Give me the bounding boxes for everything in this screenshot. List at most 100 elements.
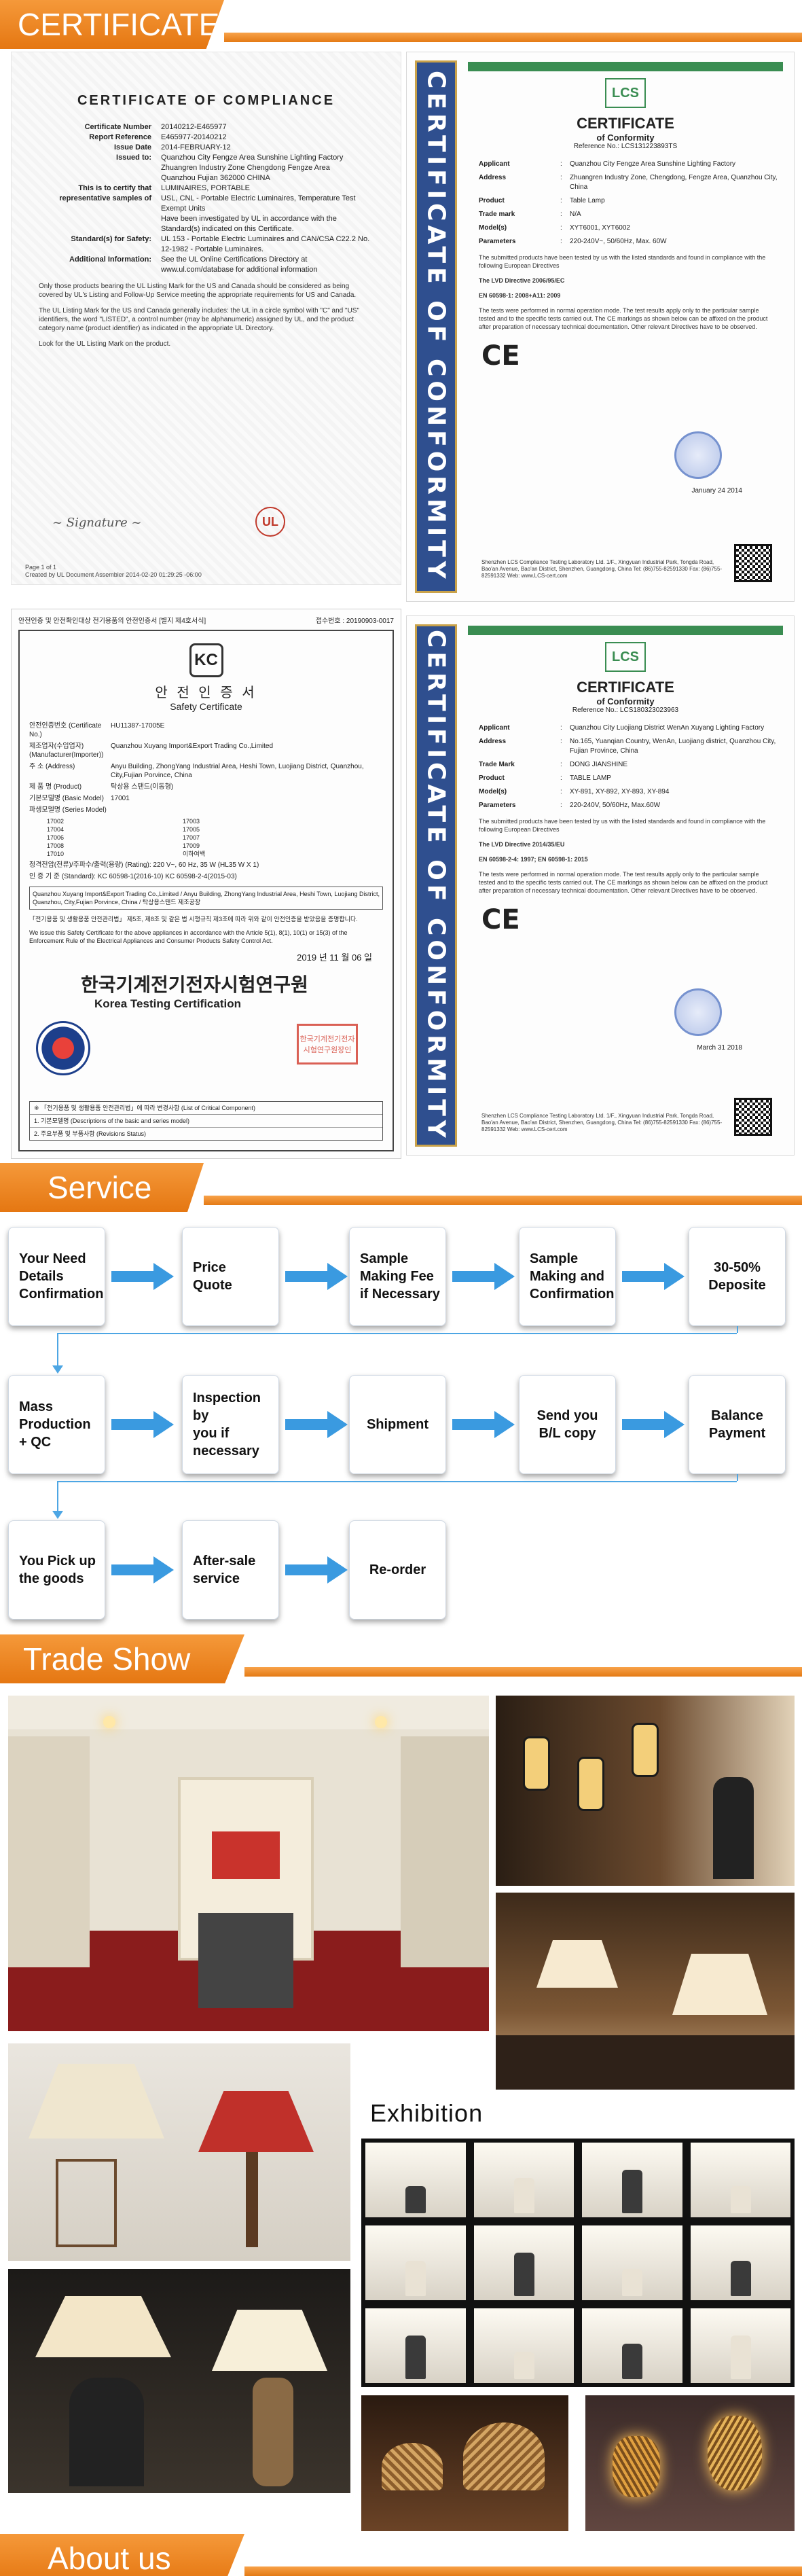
arrow-right-icon bbox=[285, 1556, 348, 1584]
cert-row: Trade Mark:DONG JIANSHINE bbox=[479, 760, 783, 770]
row-connector bbox=[737, 1474, 738, 1481]
kc-seal-icon: 한국기계전기전자시험연구원장인 bbox=[297, 1024, 358, 1065]
lcs-certificate-1: CERTIFICATE OF CONFORMITY LCS CERTIFICAT… bbox=[406, 52, 795, 602]
cert-row: Model(s):XYT6001, XYT6002 bbox=[479, 223, 783, 233]
arrow-right-icon bbox=[622, 1263, 685, 1290]
shelf-lamp bbox=[513, 2253, 534, 2296]
lcs-text-1: The submitted products have been tested … bbox=[479, 254, 766, 269]
kc-certificate: 안전인증 및 안전확인대상 전기용품의 안전인증서 [별지 제4호서식] 접수번… bbox=[11, 609, 401, 1159]
cert-row-value: Quanzhou City Luojiang District WenAn Xu… bbox=[570, 724, 765, 732]
cert-row-value: Have been investigated by UL in accordan… bbox=[161, 215, 337, 233]
lcs-subtitle: of Conformity bbox=[596, 696, 655, 706]
shelf-cell bbox=[365, 2308, 466, 2383]
kc-org-ko: 한국기계전기전자시험연구원 bbox=[81, 974, 308, 995]
shelf-display-photo bbox=[361, 2139, 795, 2387]
lcs-address: Shenzhen LCS Compliance Testing Laborato… bbox=[481, 559, 723, 579]
kc-top: 안전인증 및 안전확인대상 전기용품의 안전인증서 [별지 제4호서식] 접수번… bbox=[12, 609, 401, 630]
kc-frame: KC 안 전 인 증 서 Safety Certificate 안전인증번호 (… bbox=[18, 630, 394, 1151]
cert-row-value: Zhuangren Industry Zone, Chengdong, Feng… bbox=[570, 174, 778, 191]
kc-model: 17005 bbox=[183, 826, 200, 833]
cert-row: Product:TABLE LAMP bbox=[479, 774, 783, 783]
shelf-lamp bbox=[405, 2261, 426, 2296]
cert-row-value: E465977-20140212 bbox=[161, 133, 227, 141]
cert-row: Applicant:Quanzhou City Luojiang Distric… bbox=[479, 723, 783, 733]
lcs-directive: The LVD Directive 2014/35/EU bbox=[479, 841, 565, 848]
lcs-text-2: The tests were performed in normal opera… bbox=[479, 871, 768, 894]
cert-row-key: Parameters bbox=[479, 238, 516, 245]
cert-row-value: Quanzhou City Fengze Area Sunshine Light… bbox=[161, 154, 344, 182]
lcs-title: CERTIFICATE bbox=[577, 679, 674, 696]
ul-title: CERTIFICATE OF COMPLIANCE bbox=[77, 93, 335, 108]
cert-row-key bbox=[39, 214, 161, 234]
process-step-label: Price Quote bbox=[193, 1260, 232, 1293]
kc-org-en: Korea Testing Certification bbox=[94, 997, 241, 1010]
shelf-cell bbox=[582, 2143, 682, 2217]
cert-row-value: HU11387-17005E bbox=[111, 722, 165, 730]
service-heading: Service bbox=[0, 1163, 204, 1212]
cert-row: 기본모델명 (Basic Model) 17001 bbox=[29, 794, 383, 803]
cert-row-key: Applicant bbox=[479, 724, 510, 732]
cert-row: 파생모델명 (Series Model) bbox=[29, 806, 383, 815]
ul-certificate: CERTIFICATE OF COMPLIANCE Certificate Nu… bbox=[11, 52, 401, 585]
cert-row: Trade mark:N/A bbox=[479, 210, 783, 219]
cert-row-key: 기본모델명 (Basic Model) bbox=[29, 795, 104, 802]
shelf-lamp bbox=[513, 2352, 534, 2379]
kc-model: 17008 bbox=[47, 842, 65, 849]
lcs-subtitle: of Conformity bbox=[596, 132, 655, 143]
shelf-cell bbox=[365, 2143, 466, 2217]
shelf-cell bbox=[690, 2308, 790, 2383]
cert-row-colon: : bbox=[560, 788, 562, 795]
kc-factory: Quanzhou Xuyang Import&Export Trading Co… bbox=[29, 887, 383, 910]
cert-row-colon: : bbox=[560, 238, 562, 245]
cert-row-key: Certificate Number bbox=[84, 123, 151, 131]
cert-row: 제 품 명 (Product)탁상용 스탠드(이동형) bbox=[29, 783, 383, 791]
process-step-label: Sample Making Fee if Necessary bbox=[360, 1251, 440, 1302]
shelf-lamp bbox=[513, 2178, 534, 2213]
banner-line bbox=[244, 1667, 802, 1677]
cert-row-value: 17001 bbox=[111, 795, 130, 802]
process-step-label: Balance Payment bbox=[708, 1408, 766, 1441]
process-step-label: Mass Production + QC bbox=[19, 1399, 91, 1450]
shelf-lamp bbox=[405, 2336, 426, 2379]
process-step: Balance Payment bbox=[689, 1375, 786, 1474]
lcs-stamp-icon bbox=[674, 431, 722, 479]
lamp-photo-2 bbox=[8, 2269, 350, 2493]
process-step: Send you B/L copy bbox=[519, 1375, 616, 1474]
cert-row: 안전인증번호 (Certificate No.)HU11387-17005E bbox=[29, 721, 383, 739]
cert-row-value: 220-240V, 50/60Hz, Max.60W bbox=[570, 802, 661, 809]
cert-row-colon: : bbox=[560, 197, 562, 204]
booth-photo bbox=[8, 1696, 489, 2031]
lcs-logo-icon: LCS bbox=[605, 642, 646, 672]
process-step-label: Inspection by you if necessary bbox=[193, 1391, 261, 1459]
process-step-label: Shipment bbox=[366, 1417, 429, 1432]
arrow-right-icon bbox=[452, 1263, 515, 1290]
cert-row-value: 2014-FEBRUARY-12 bbox=[161, 143, 231, 151]
showroom-photo-2 bbox=[496, 1893, 795, 2090]
about-heading: About us bbox=[0, 2534, 244, 2576]
lcs-side-band: CERTIFICATE OF CONFORMITY bbox=[415, 60, 457, 593]
process-step-label: 30-50% Deposite bbox=[708, 1260, 766, 1293]
lcs-body: LCS CERTIFICATE of Conformity Reference … bbox=[468, 626, 783, 1145]
cert-row-value: DONG JIANSHINE bbox=[570, 761, 628, 768]
row-connector bbox=[57, 1333, 737, 1334]
ul-footer: Page 1 of 1 Created by UL Document Assem… bbox=[25, 564, 202, 579]
lcs-reference: Reference No.: LCS180323023963 bbox=[572, 706, 679, 714]
cert-row: This is to certify that representative s… bbox=[39, 183, 373, 214]
row-connector bbox=[57, 1481, 58, 1511]
process-step: Your Need Details Confirmation bbox=[8, 1227, 105, 1326]
ce-mark-icon: CE bbox=[481, 904, 520, 935]
lcs-address: Shenzhen LCS Compliance Testing Laborato… bbox=[481, 1113, 723, 1132]
trade-show-banner: Trade Show bbox=[0, 1634, 802, 1683]
service-banner: Service bbox=[0, 1163, 802, 1212]
cert-row-key: Model(s) bbox=[479, 788, 507, 795]
kc-table: ※ 「전기용품 및 생활용품 안전관리법」에 따라 변경사항 (List of … bbox=[29, 1101, 383, 1141]
process-step: Sample Making Fee if Necessary bbox=[349, 1227, 446, 1326]
shelf-cell bbox=[473, 2308, 574, 2383]
cert-row-key: Address bbox=[479, 174, 507, 181]
kc-table-row: 2. 주요부품 및 부품사항 (Revisions Status) bbox=[30, 1127, 382, 1140]
shelf-cell bbox=[473, 2143, 574, 2217]
lcs-standards: EN 60598-2-4: 1997; EN 60598-1: 2015 bbox=[479, 856, 588, 863]
shelf-cell bbox=[582, 2308, 682, 2383]
